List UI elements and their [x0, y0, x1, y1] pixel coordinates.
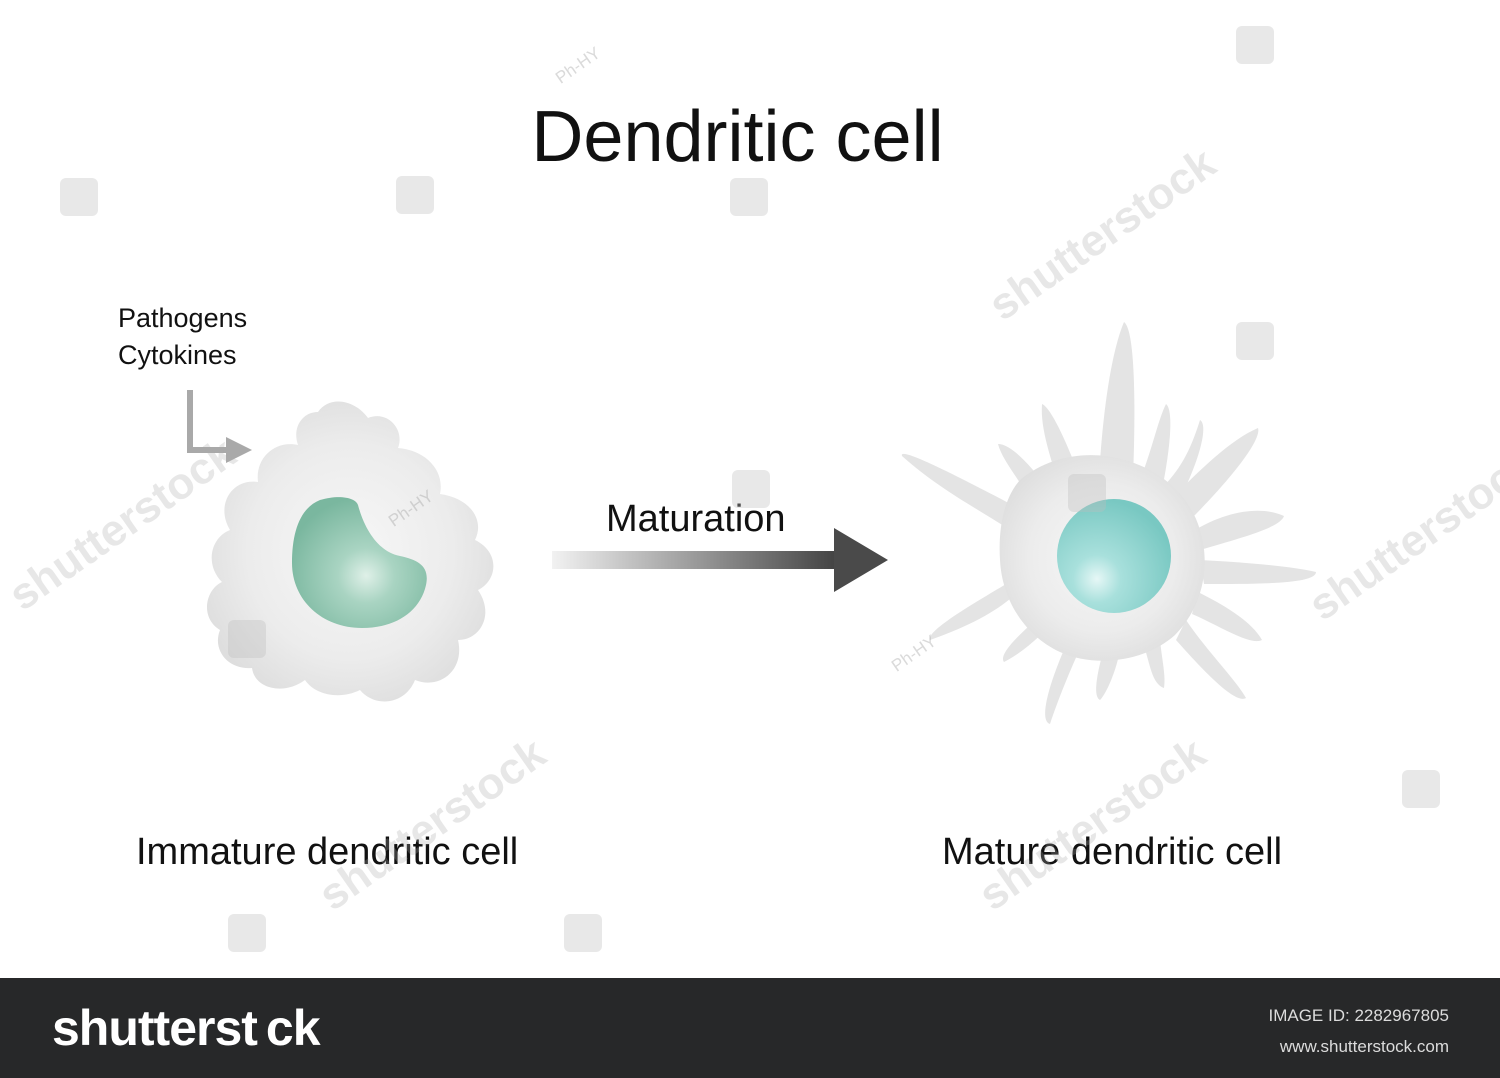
- mature-dendritic-cell: [901, 322, 1316, 724]
- dendrite: [1098, 322, 1135, 500]
- input-labels: Pathogens Cytokines: [118, 300, 247, 374]
- immature-cell-caption: Immature dendritic cell: [136, 831, 519, 873]
- dendrite: [1144, 640, 1165, 688]
- input-pointer-arrow: [187, 390, 252, 463]
- dendrite: [1045, 636, 1084, 724]
- immature-dendritic-cell: [207, 401, 494, 702]
- stock-footer-bar: shutterst ck IMAGE ID: 2282967805 www.sh…: [0, 978, 1500, 1078]
- diagram-canvas: Dendritic cell Pathogens Cytokines Matur…: [0, 26, 1500, 952]
- pathogens-label: Pathogens: [118, 303, 248, 333]
- dendrite: [1160, 420, 1204, 506]
- mature-nucleus: [1057, 499, 1171, 613]
- immature-nucleus: [292, 497, 427, 628]
- dendrite: [929, 578, 1020, 640]
- dendrite: [1176, 620, 1246, 699]
- dendrite: [901, 453, 1026, 530]
- stock-url-link[interactable]: www.shutterstock.com: [1279, 1037, 1449, 1056]
- dendrite: [1170, 428, 1259, 520]
- diagram-graphic: [187, 322, 1316, 724]
- dendrite: [1140, 404, 1171, 490]
- stock-logo: shutterst ck: [52, 1000, 321, 1056]
- diagram-title: Dendritic cell: [531, 97, 944, 177]
- maturation-arrow: [552, 528, 888, 592]
- image-id-label: IMAGE ID: 2282967805: [1268, 1006, 1449, 1025]
- maturation-label: Maturation: [606, 498, 786, 540]
- dendrite: [1192, 592, 1262, 642]
- dendrite: [1096, 648, 1120, 700]
- dendrite: [1195, 510, 1284, 550]
- dendrite: [1200, 560, 1316, 584]
- cytokines-label: Cytokines: [118, 340, 237, 370]
- mature-cell-caption: Mature dendritic cell: [942, 831, 1283, 873]
